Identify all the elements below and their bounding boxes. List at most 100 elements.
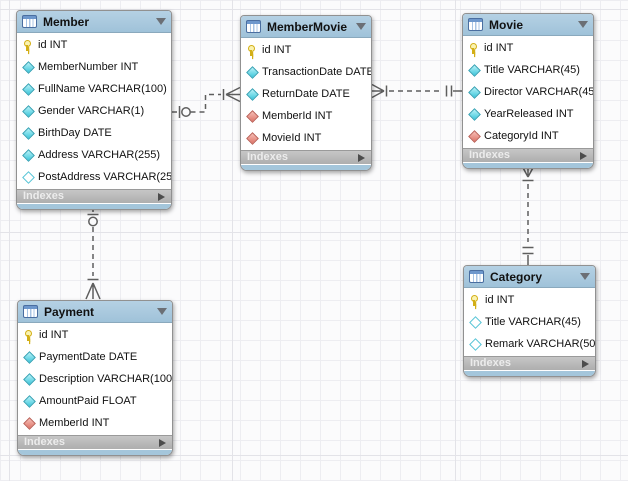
column-row[interactable]: ReturnDate DATE xyxy=(241,83,371,105)
relationship-movie-category[interactable] xyxy=(520,163,536,265)
column-row[interactable]: MemberNumber INT xyxy=(17,56,171,78)
relationship-membermovie-movie[interactable] xyxy=(371,83,462,99)
expand-arrow-icon[interactable] xyxy=(159,438,166,447)
collapse-triangle-icon[interactable] xyxy=(157,308,167,315)
indexes-bar[interactable]: Indexes xyxy=(464,356,595,370)
column-label: YearReleased INT xyxy=(484,108,574,120)
indexes-bar[interactable]: Indexes xyxy=(18,435,172,449)
table-header[interactable]: Payment xyxy=(18,301,172,323)
column-label: PaymentDate DATE xyxy=(39,351,138,363)
table-icon xyxy=(22,15,37,28)
column-row[interactable]: Address VARCHAR(255) xyxy=(17,144,171,166)
column-label: id INT xyxy=(484,42,514,54)
column-label: Remark VARCHAR(500) xyxy=(485,338,596,350)
table-bottom-strip xyxy=(464,370,595,376)
table-movie[interactable]: Movie id INT Title VARCHAR(45) Director … xyxy=(462,13,594,169)
collapse-triangle-icon[interactable] xyxy=(578,21,588,28)
table-bottom-strip xyxy=(463,162,593,168)
column-nullable-icon xyxy=(22,171,33,183)
column-notnull-icon xyxy=(22,105,33,117)
column-label: BirthDay DATE xyxy=(38,127,112,139)
column-list: id INT Title VARCHAR(45) Remark VARCHAR(… xyxy=(464,288,595,356)
indexes-bar[interactable]: Indexes xyxy=(463,148,593,162)
relationship-member-payment[interactable] xyxy=(85,207,101,300)
column-row[interactable]: id INT xyxy=(18,324,172,346)
column-notnull-icon xyxy=(23,373,34,385)
column-list: id INT Title VARCHAR(45) Director VARCHA… xyxy=(463,36,593,148)
column-label: TransactionDate DATE xyxy=(262,66,372,78)
column-row[interactable]: MemberId INT xyxy=(241,105,371,127)
column-list: id INT PaymentDate DATE Description VARC… xyxy=(18,323,172,435)
table-icon xyxy=(469,270,484,283)
primary-key-icon xyxy=(22,39,33,51)
indexes-bar[interactable]: Indexes xyxy=(17,189,171,203)
table-header[interactable]: Member xyxy=(17,11,171,33)
table-bottom-strip xyxy=(241,164,371,170)
column-label: MemberId INT xyxy=(262,110,333,122)
column-notnull-icon xyxy=(468,86,479,98)
column-row[interactable]: PostAddress VARCHAR(255) xyxy=(17,166,171,188)
expand-arrow-icon[interactable] xyxy=(580,151,587,160)
column-row[interactable]: id INT xyxy=(463,37,593,59)
column-label: AmountPaid FLOAT xyxy=(39,395,137,407)
table-header[interactable]: Category xyxy=(464,266,595,288)
table-header[interactable]: Movie xyxy=(463,14,593,36)
column-notnull-icon xyxy=(22,61,33,73)
table-membermovie[interactable]: MemberMovie id INT TransactionDate DATE … xyxy=(240,15,372,171)
expand-arrow-icon[interactable] xyxy=(158,192,165,201)
column-row[interactable]: Description VARCHAR(100) xyxy=(18,368,172,390)
indexes-label: Indexes xyxy=(470,357,511,369)
column-row[interactable]: YearReleased INT xyxy=(463,103,593,125)
column-row[interactable]: id INT xyxy=(464,289,595,311)
column-row[interactable]: BirthDay DATE xyxy=(17,122,171,144)
indexes-label: Indexes xyxy=(24,436,65,448)
relationship-member-membermovie[interactable] xyxy=(172,86,241,119)
primary-key-icon xyxy=(469,294,480,306)
collapse-triangle-icon[interactable] xyxy=(580,273,590,280)
column-label: Description VARCHAR(100) xyxy=(39,373,173,385)
column-row[interactable]: Remark VARCHAR(500) xyxy=(464,333,595,355)
indexes-label: Indexes xyxy=(469,149,510,161)
primary-key-icon xyxy=(246,44,257,56)
column-row[interactable]: FullName VARCHAR(100) xyxy=(17,78,171,100)
column-row[interactable]: Gender VARCHAR(1) xyxy=(17,100,171,122)
foreign-key-icon xyxy=(468,130,479,142)
table-header[interactable]: MemberMovie xyxy=(241,16,371,38)
collapse-triangle-icon[interactable] xyxy=(356,23,366,30)
column-row[interactable]: AmountPaid FLOAT xyxy=(18,390,172,412)
expand-arrow-icon[interactable] xyxy=(358,153,365,162)
column-notnull-icon xyxy=(246,88,257,100)
column-label: Director VARCHAR(45) xyxy=(484,86,594,98)
table-title: Movie xyxy=(489,17,524,32)
column-row[interactable]: MovieId INT xyxy=(241,127,371,149)
table-member[interactable]: Member id INT MemberNumber INT FullName … xyxy=(16,10,172,210)
column-list: id INT TransactionDate DATE ReturnDate D… xyxy=(241,38,371,150)
column-row[interactable]: TransactionDate DATE xyxy=(241,61,371,83)
column-row[interactable]: Title VARCHAR(45) xyxy=(463,59,593,81)
column-row[interactable]: Director VARCHAR(45) xyxy=(463,81,593,103)
column-row[interactable]: PaymentDate DATE xyxy=(18,346,172,368)
primary-key-icon xyxy=(468,42,479,54)
column-label: ReturnDate DATE xyxy=(262,88,350,100)
column-row[interactable]: id INT xyxy=(241,39,371,61)
table-icon xyxy=(468,18,483,31)
collapse-triangle-icon[interactable] xyxy=(156,18,166,25)
column-row[interactable]: CategoryId INT xyxy=(463,125,593,147)
foreign-key-icon xyxy=(23,417,34,429)
column-row[interactable]: MemberId INT xyxy=(18,412,172,434)
column-row[interactable]: id INT xyxy=(17,34,171,56)
column-notnull-icon xyxy=(246,66,257,78)
indexes-bar[interactable]: Indexes xyxy=(241,150,371,164)
column-label: id INT xyxy=(485,294,515,306)
table-payment[interactable]: Payment id INT PaymentDate DATE Descript… xyxy=(17,300,173,456)
foreign-key-icon xyxy=(246,132,257,144)
column-label: MovieId INT xyxy=(262,132,322,144)
column-list: id INT MemberNumber INT FullName VARCHAR… xyxy=(17,33,171,189)
primary-key-icon xyxy=(23,329,34,341)
column-notnull-icon xyxy=(468,108,479,120)
indexes-label: Indexes xyxy=(23,190,64,202)
table-category[interactable]: Category id INT Title VARCHAR(45) Remark… xyxy=(463,265,596,377)
expand-arrow-icon[interactable] xyxy=(582,359,589,368)
column-row[interactable]: Title VARCHAR(45) xyxy=(464,311,595,333)
